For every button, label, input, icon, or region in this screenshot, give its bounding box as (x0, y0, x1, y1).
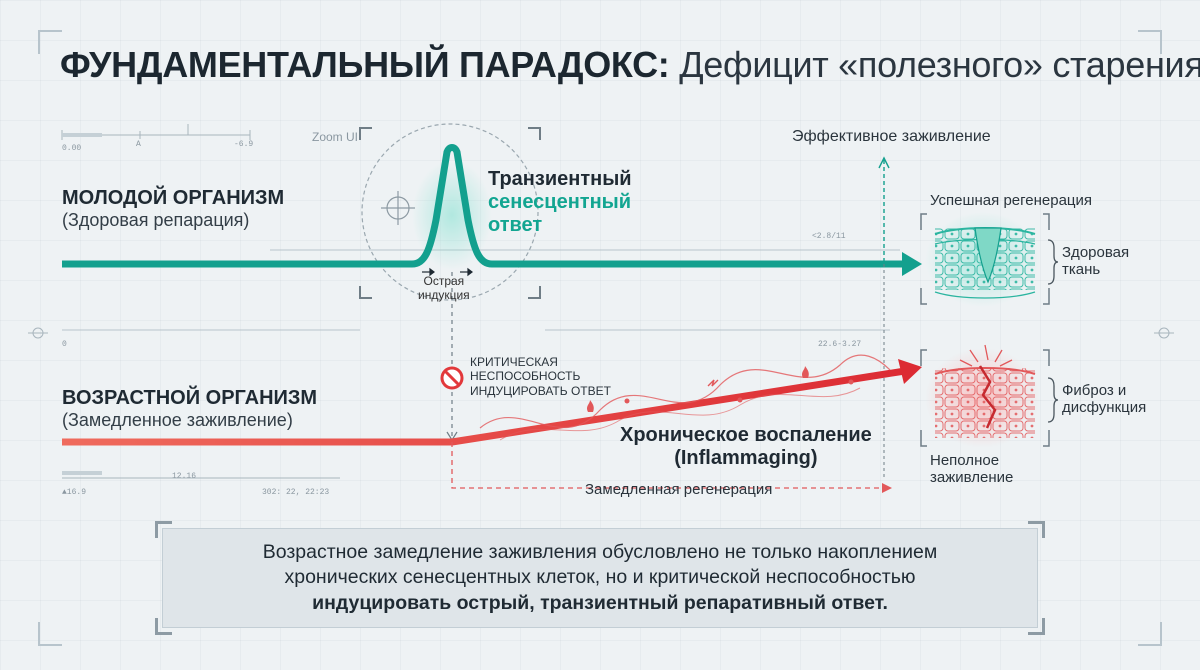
critical-label: КРИТИЧЕСКАЯ НЕСПОСОБНОСТЬ ИНДУЦИРОВАТЬ О… (470, 355, 611, 398)
page-title: ФУНДАМЕНТАЛЬНЫЙ ПАРАДОКС: Дефицит «полез… (60, 44, 1200, 86)
tick-label: <2.8/11 (812, 232, 846, 241)
summary-corner (1028, 521, 1045, 538)
old-arrowhead (898, 359, 922, 384)
title-regular: Дефицит «полезного» старения (669, 44, 1200, 85)
tick-label: 12.16 (172, 472, 197, 481)
chronic-inflammation-label: Хроническое воспаление (Inflammaging) (620, 424, 872, 470)
prohibited-icon (440, 366, 464, 390)
young-label: МОЛОДОЙ ОРГАНИЗМ (Здоровая репарация) (62, 186, 284, 232)
zoom-ui-label: Zoom UI (312, 130, 359, 144)
inflammation-wave (479, 354, 891, 429)
healthy-line2: ткань (1062, 261, 1101, 279)
peak-line1: Транзиентный (488, 168, 632, 190)
crosshair-target-icon (381, 191, 415, 225)
summary-line3-bold: индуцировать острый, транзиентный репара… (312, 591, 888, 614)
young-title: МОЛОДОЙ ОРГАНИЗМ (62, 187, 285, 209)
healthy-line1: Здоровая (1062, 244, 1130, 261)
fibrosis-line2: дисфункция (1062, 399, 1147, 417)
chronic-line2: (Inflammaging) (674, 447, 818, 469)
tick-label: 22.6-3.27 (818, 340, 862, 349)
ruler-bottom (62, 471, 340, 479)
incomplete-healing-label: Неполное заживление (930, 452, 1013, 487)
acute-induction-label: Острая индукция (418, 274, 470, 303)
margin-crosshairs (28, 327, 1174, 339)
ruler-top (61, 124, 251, 140)
fibrosis-label: Фиброз и дисфункция (1062, 382, 1146, 417)
old-title: ВОЗРАСТНОЙ ОРГАНИЗМ (62, 387, 318, 409)
fibrosis-line1: Фиброз и (1062, 382, 1127, 399)
tick-label: 0 (62, 340, 67, 349)
peak-line3: ответ (488, 214, 543, 236)
young-subtitle: (Здоровая репарация) (62, 210, 250, 230)
critical-line2: НЕСПОСОБНОСТЬ (470, 369, 581, 384)
tick-label: -6.9 (234, 140, 254, 149)
summary-line1: Возрастное замедление заживления обуслов… (262, 541, 938, 563)
tick-label: A (136, 140, 141, 149)
tick-label: 0.00 (62, 144, 82, 153)
young-healing-curve (62, 144, 905, 268)
peak-label: Транзиентный сенесцентный ответ (488, 168, 632, 237)
flame-icon (587, 366, 854, 412)
effective-healing-label: Эффективное заживление (792, 128, 991, 145)
summary-corner (155, 618, 172, 635)
old-subtitle: (Замедленное заживление) (62, 410, 293, 430)
success-regen-label: Успешная регенерация (930, 192, 1093, 209)
chronic-line1: Хроническое воспаление (620, 424, 872, 446)
slow-regen-dashed (451, 442, 885, 489)
old-label: ВОЗРАСТНОЙ ОРГАНИЗМ (Замедленное заживле… (62, 386, 317, 432)
acute-line2: индукция (418, 287, 470, 302)
frame-corner (1138, 622, 1162, 646)
acute-line1: Острая (423, 274, 465, 288)
title-bold: ФУНДАМЕНТАЛЬНЫЙ ПАРАДОКС: (60, 44, 670, 85)
incomplete-line1: Неполное (930, 452, 1000, 469)
young-arrowhead (902, 252, 922, 276)
tick-label: ▲16.9 (62, 488, 87, 497)
summary-line3: индуцировать острый, транзиентный репара… (163, 591, 1037, 616)
peak-line2: сенесцентный (488, 191, 632, 213)
summary-box: Возрастное замедление заживления обуслов… (155, 521, 1045, 635)
acute-arrows (422, 267, 473, 277)
healthy-tissue-label: Здоровая ткань (1062, 244, 1129, 279)
summary-corner (1028, 618, 1045, 635)
summary-corner (155, 521, 172, 538)
healthy-tissue-illustration (920, 212, 1059, 307)
critical-line1: КРИТИЧЕСКАЯ (470, 355, 558, 369)
summary-line2: хронических сенесцентных клеток, но и кр… (284, 566, 916, 589)
incomplete-line2: заживление (930, 469, 1014, 487)
critical-line3: ИНДУЦИРОВАТЬ ОТВЕТ (470, 383, 611, 398)
slow-regen-label: Замедленная регенерация (585, 481, 773, 498)
frame-corner (1138, 30, 1162, 54)
tick-label: 302: 22, 22:23 (262, 488, 330, 497)
damaged-tissue-illustration (920, 344, 1059, 448)
frame-corner (38, 30, 62, 54)
frame-corner (38, 622, 62, 646)
